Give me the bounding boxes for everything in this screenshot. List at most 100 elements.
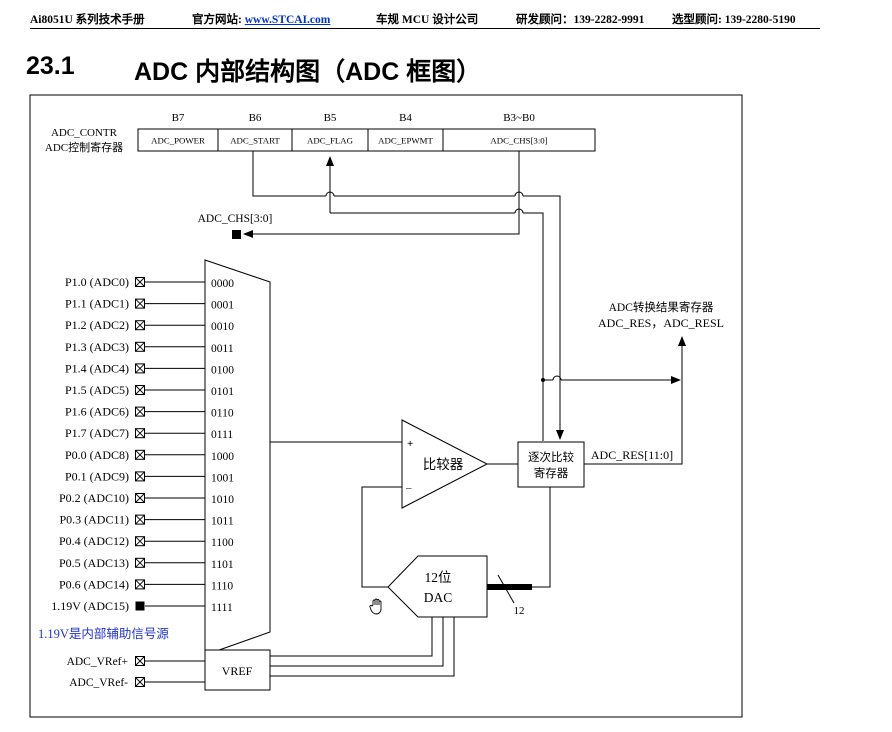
sar-label-line2: 寄存器 [534, 466, 569, 480]
input-pin-label: P1.5 (ADC5) [65, 383, 129, 397]
mux-code-label: 0001 [211, 300, 234, 312]
mux-code-label: 1111 [211, 602, 233, 614]
res-bus-label: ADC_RES[11:0] [591, 448, 673, 462]
sar-label-line1: 逐次比较 [528, 450, 574, 464]
pin-marker [135, 277, 145, 287]
mux-code-label: 1000 [211, 451, 234, 463]
register-bit-label: B4 [399, 112, 412, 124]
input-pin-label: P0.2 (ADC10) [59, 491, 129, 505]
bus-width-slash [497, 574, 515, 604]
input-pin-label: P1.6 (ADC6) [65, 405, 129, 419]
header-tagline: 车规 MCU 设计公司 [376, 14, 479, 26]
dac-label-line2: DAC [424, 590, 453, 605]
pin-marker [135, 514, 145, 525]
pin-marker [135, 449, 145, 460]
input-pin-label: P1.3 (ADC3) [65, 340, 129, 354]
result-reg-line1: ADC转换结果寄存器 [609, 300, 714, 314]
pin-marker [135, 471, 145, 482]
mux-code-label: 0101 [211, 386, 234, 398]
mux-code-label: 0010 [211, 321, 234, 333]
register-field-label: ADC_POWER [151, 136, 205, 146]
input-pin-label: P1.4 (ADC4) [65, 361, 129, 375]
input-pin-label: P1.1 (ADC1) [65, 297, 129, 311]
mux-code-label: 0000 [211, 278, 234, 290]
register-field-label: ADC_CHS[3:0] [490, 136, 547, 146]
header-site: 官方网站: www.STCAI.com [192, 11, 330, 27]
vref-block [204, 649, 271, 691]
mux-code-label: 1110 [211, 580, 233, 592]
input-pin-label: 1.19V (ADC15) [51, 599, 129, 613]
register-field-label: ADC_FLAG [307, 136, 354, 146]
sar-register [517, 441, 585, 488]
comparator-plus: + [407, 438, 413, 450]
pin-marker [135, 493, 145, 503]
pin-marker [135, 385, 145, 395]
input-pin-label: P0.4 (ADC12) [59, 534, 129, 548]
input-pin-label: P1.0 (ADC0) [65, 275, 129, 289]
chs-square-marker [232, 230, 241, 239]
internal-pin-marker [135, 601, 145, 611]
pin-marker [135, 341, 145, 352]
diagram-frame [29, 94, 743, 718]
hand-cursor-icon [369, 598, 382, 615]
input-pin-label: P1.7 (ADC7) [65, 426, 129, 440]
comparator-minus: – [405, 482, 412, 494]
pin-marker [135, 320, 145, 331]
comparator-label: 比较器 [423, 457, 464, 472]
mux-code-label: 0100 [211, 364, 234, 376]
control-wiring [145, 151, 686, 683]
input-pin-label: P0.6 (ADC14) [59, 577, 129, 591]
header-site-link[interactable]: www.STCAI.com [244, 14, 331, 26]
pin-marker [135, 406, 145, 417]
pin-marker [135, 363, 145, 374]
header-sales-contact: 选型顾问: 139-2280-5190 [672, 14, 796, 26]
vref-label: VREF [222, 664, 253, 678]
register-bit-label: B5 [324, 112, 337, 124]
mux-code-label: 0110 [211, 408, 234, 420]
dac-block [387, 555, 488, 618]
vref-neg-pin-marker [135, 677, 145, 687]
dac-label-line1: 12位 [425, 570, 452, 585]
register-field-label: ADC_START [230, 136, 280, 146]
channel-mux [204, 259, 271, 656]
register-desc: ADC控制寄存器 [45, 140, 123, 154]
vref-pos-pin: ADC_VRef+ [67, 656, 128, 668]
vref-neg-pin: ADC_VRef- [69, 677, 128, 689]
chs-label: ADC_CHS[3:0] [198, 213, 273, 225]
register-name: ADC_CONTR [51, 127, 118, 139]
pin-marker [135, 579, 145, 590]
header-rd-contact: 研发顾问：139-2282-9991 [516, 14, 645, 26]
pin-marker [135, 428, 145, 439]
pin-marker [135, 536, 145, 547]
vref-pos-pin-marker [135, 656, 145, 666]
result-reg-line2: ADC_RES，ADC_RESL [598, 316, 724, 330]
input-pin-label: P0.0 (ADC8) [65, 448, 129, 462]
register-bit-label: B7 [172, 112, 185, 124]
input-pin-label: P0.1 (ADC9) [65, 469, 129, 483]
mux-code-label: 1011 [211, 516, 234, 528]
junction-dot [541, 378, 545, 382]
mux-code-label: 1100 [211, 537, 234, 549]
mux-code-label: 1010 [211, 494, 234, 506]
mux-code-label: 0011 [211, 343, 234, 355]
mux-code-label: 1101 [211, 559, 234, 571]
section-title: ADC 内部结构图（ADC 框图） [134, 58, 482, 86]
header-site-label: 官方网站: [192, 14, 245, 26]
register-field-label: ADC_EPWMT [378, 136, 433, 146]
pin-marker [135, 298, 145, 309]
mux-code-label: 0111 [211, 429, 233, 441]
internal-source-note: 1.19V是内部辅助信号源 [38, 626, 169, 641]
register-bit-label: B3~B0 [503, 112, 535, 124]
bus-width-label: 12 [514, 605, 525, 617]
input-pin-label: P0.3 (ADC11) [59, 513, 129, 527]
section-number: 23.1 [26, 52, 75, 80]
mux-code-label: 1001 [211, 472, 234, 484]
input-pin-label: P0.5 (ADC13) [59, 556, 129, 570]
header-product: Ai8051U 系列技术手册 [30, 14, 145, 26]
dac-bus-bar [487, 584, 532, 590]
page-header: Ai8051U 系列技术手册 官方网站: www.STCAI.com 车规 MC… [30, 10, 820, 29]
register-bit-label: B6 [249, 112, 262, 124]
